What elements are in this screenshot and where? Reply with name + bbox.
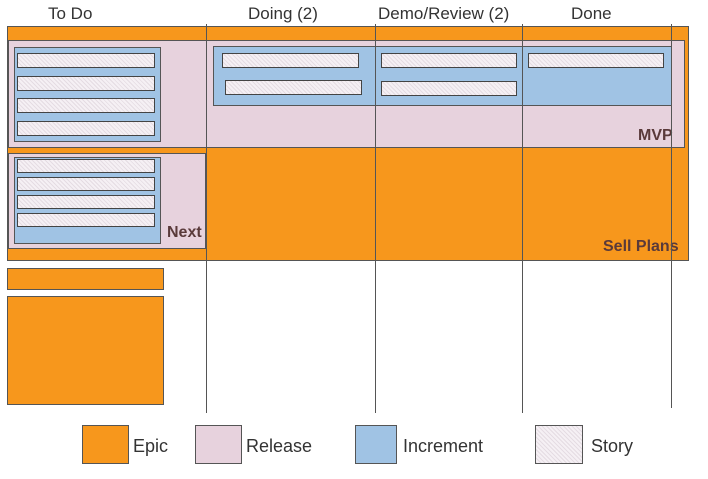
legend-label-release: Release: [246, 436, 313, 456]
story-card[interactable]: [381, 81, 517, 96]
column-header-done: Done: [571, 4, 612, 23]
column-divider: [522, 24, 523, 413]
epic-card-large[interactable]: [7, 296, 164, 405]
legend-label-epic: Epic: [133, 436, 169, 456]
story-card[interactable]: [222, 53, 359, 68]
story-card[interactable]: [17, 177, 155, 191]
story-card[interactable]: [17, 121, 155, 136]
story-card[interactable]: [17, 159, 155, 173]
column-divider: [206, 24, 207, 413]
release-label-mvp: MVP: [638, 127, 673, 144]
legend-swatch-epic: [82, 425, 129, 464]
release-label-next: Next: [167, 224, 202, 241]
story-card[interactable]: [528, 53, 664, 68]
epic-card-small[interactable]: [7, 268, 164, 290]
column-divider: [375, 24, 376, 413]
column-header-demo-review: Demo/Review (2): [378, 4, 510, 23]
story-card[interactable]: [17, 195, 155, 209]
story-card[interactable]: [381, 53, 517, 68]
story-card[interactable]: [17, 98, 155, 113]
story-card[interactable]: [225, 80, 362, 95]
legend-label-story: Story: [591, 436, 634, 456]
legend-swatch-release: [195, 425, 242, 464]
column-divider: [671, 24, 672, 408]
story-card[interactable]: [17, 76, 155, 91]
epic-label-sell-plans: Sell Plans: [603, 238, 679, 255]
legend-label-increment: Increment: [403, 436, 484, 456]
column-header-to-do: To Do: [48, 4, 93, 23]
legend-swatch-story: [535, 425, 583, 464]
legend-swatch-increment: [355, 425, 397, 464]
column-header-doing: Doing (2): [248, 4, 318, 23]
story-card[interactable]: [17, 213, 155, 227]
story-card[interactable]: [17, 53, 155, 68]
